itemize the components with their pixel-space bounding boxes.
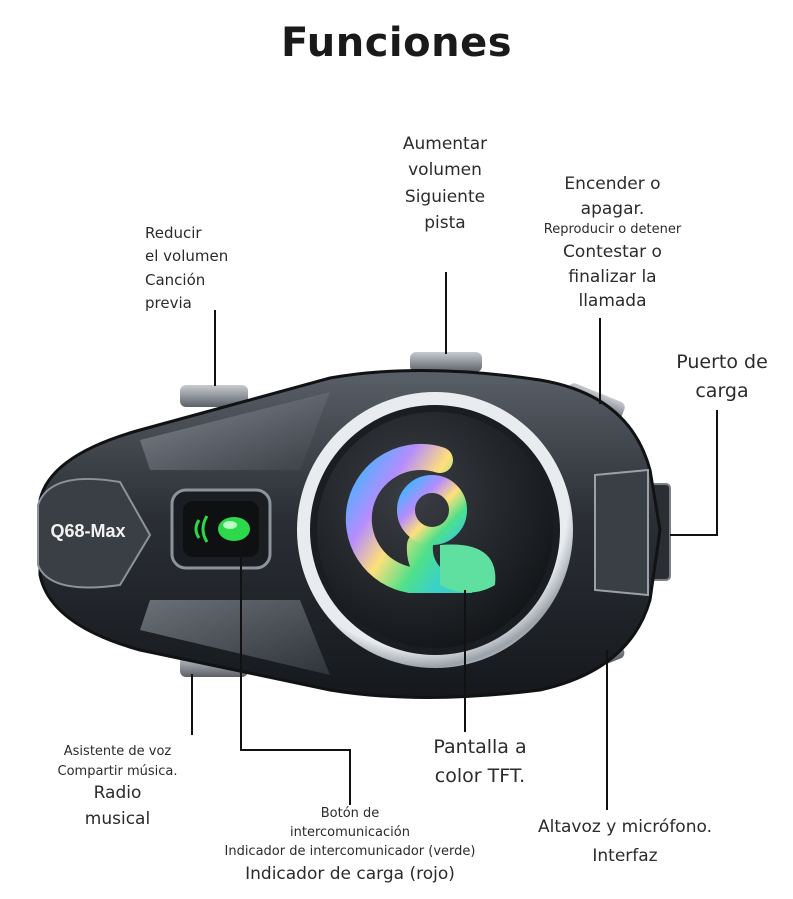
label-power: Encender o apagar. Reproducir o detener … xyxy=(543,174,682,312)
model-label: Q68-Max xyxy=(50,521,125,541)
volume-down-button[interactable] xyxy=(180,385,248,407)
label-voice-assistant: Asistente de voz Compartir música. Radio… xyxy=(57,744,178,829)
label-volume-down: Reducir el volumen Canción previa xyxy=(145,224,229,312)
label-intercom: Botón de intercomunicación Indicador de … xyxy=(224,806,476,884)
pointer-lines xyxy=(191,272,718,810)
volume-up-button[interactable] xyxy=(410,352,482,372)
rainbow-q-logo-icon xyxy=(345,443,496,593)
label-screen: Pantalla a color TFT. xyxy=(433,736,527,788)
label-volume-up: Aumentar volumen Siguiente pista xyxy=(402,134,488,234)
label-charging-port: Puerto de carga xyxy=(676,351,768,403)
label-speaker: Altavoz y micrófono. Interfaz xyxy=(537,817,712,866)
page-title: Funciones xyxy=(280,20,513,66)
intercom-indicator-icon xyxy=(194,515,250,543)
